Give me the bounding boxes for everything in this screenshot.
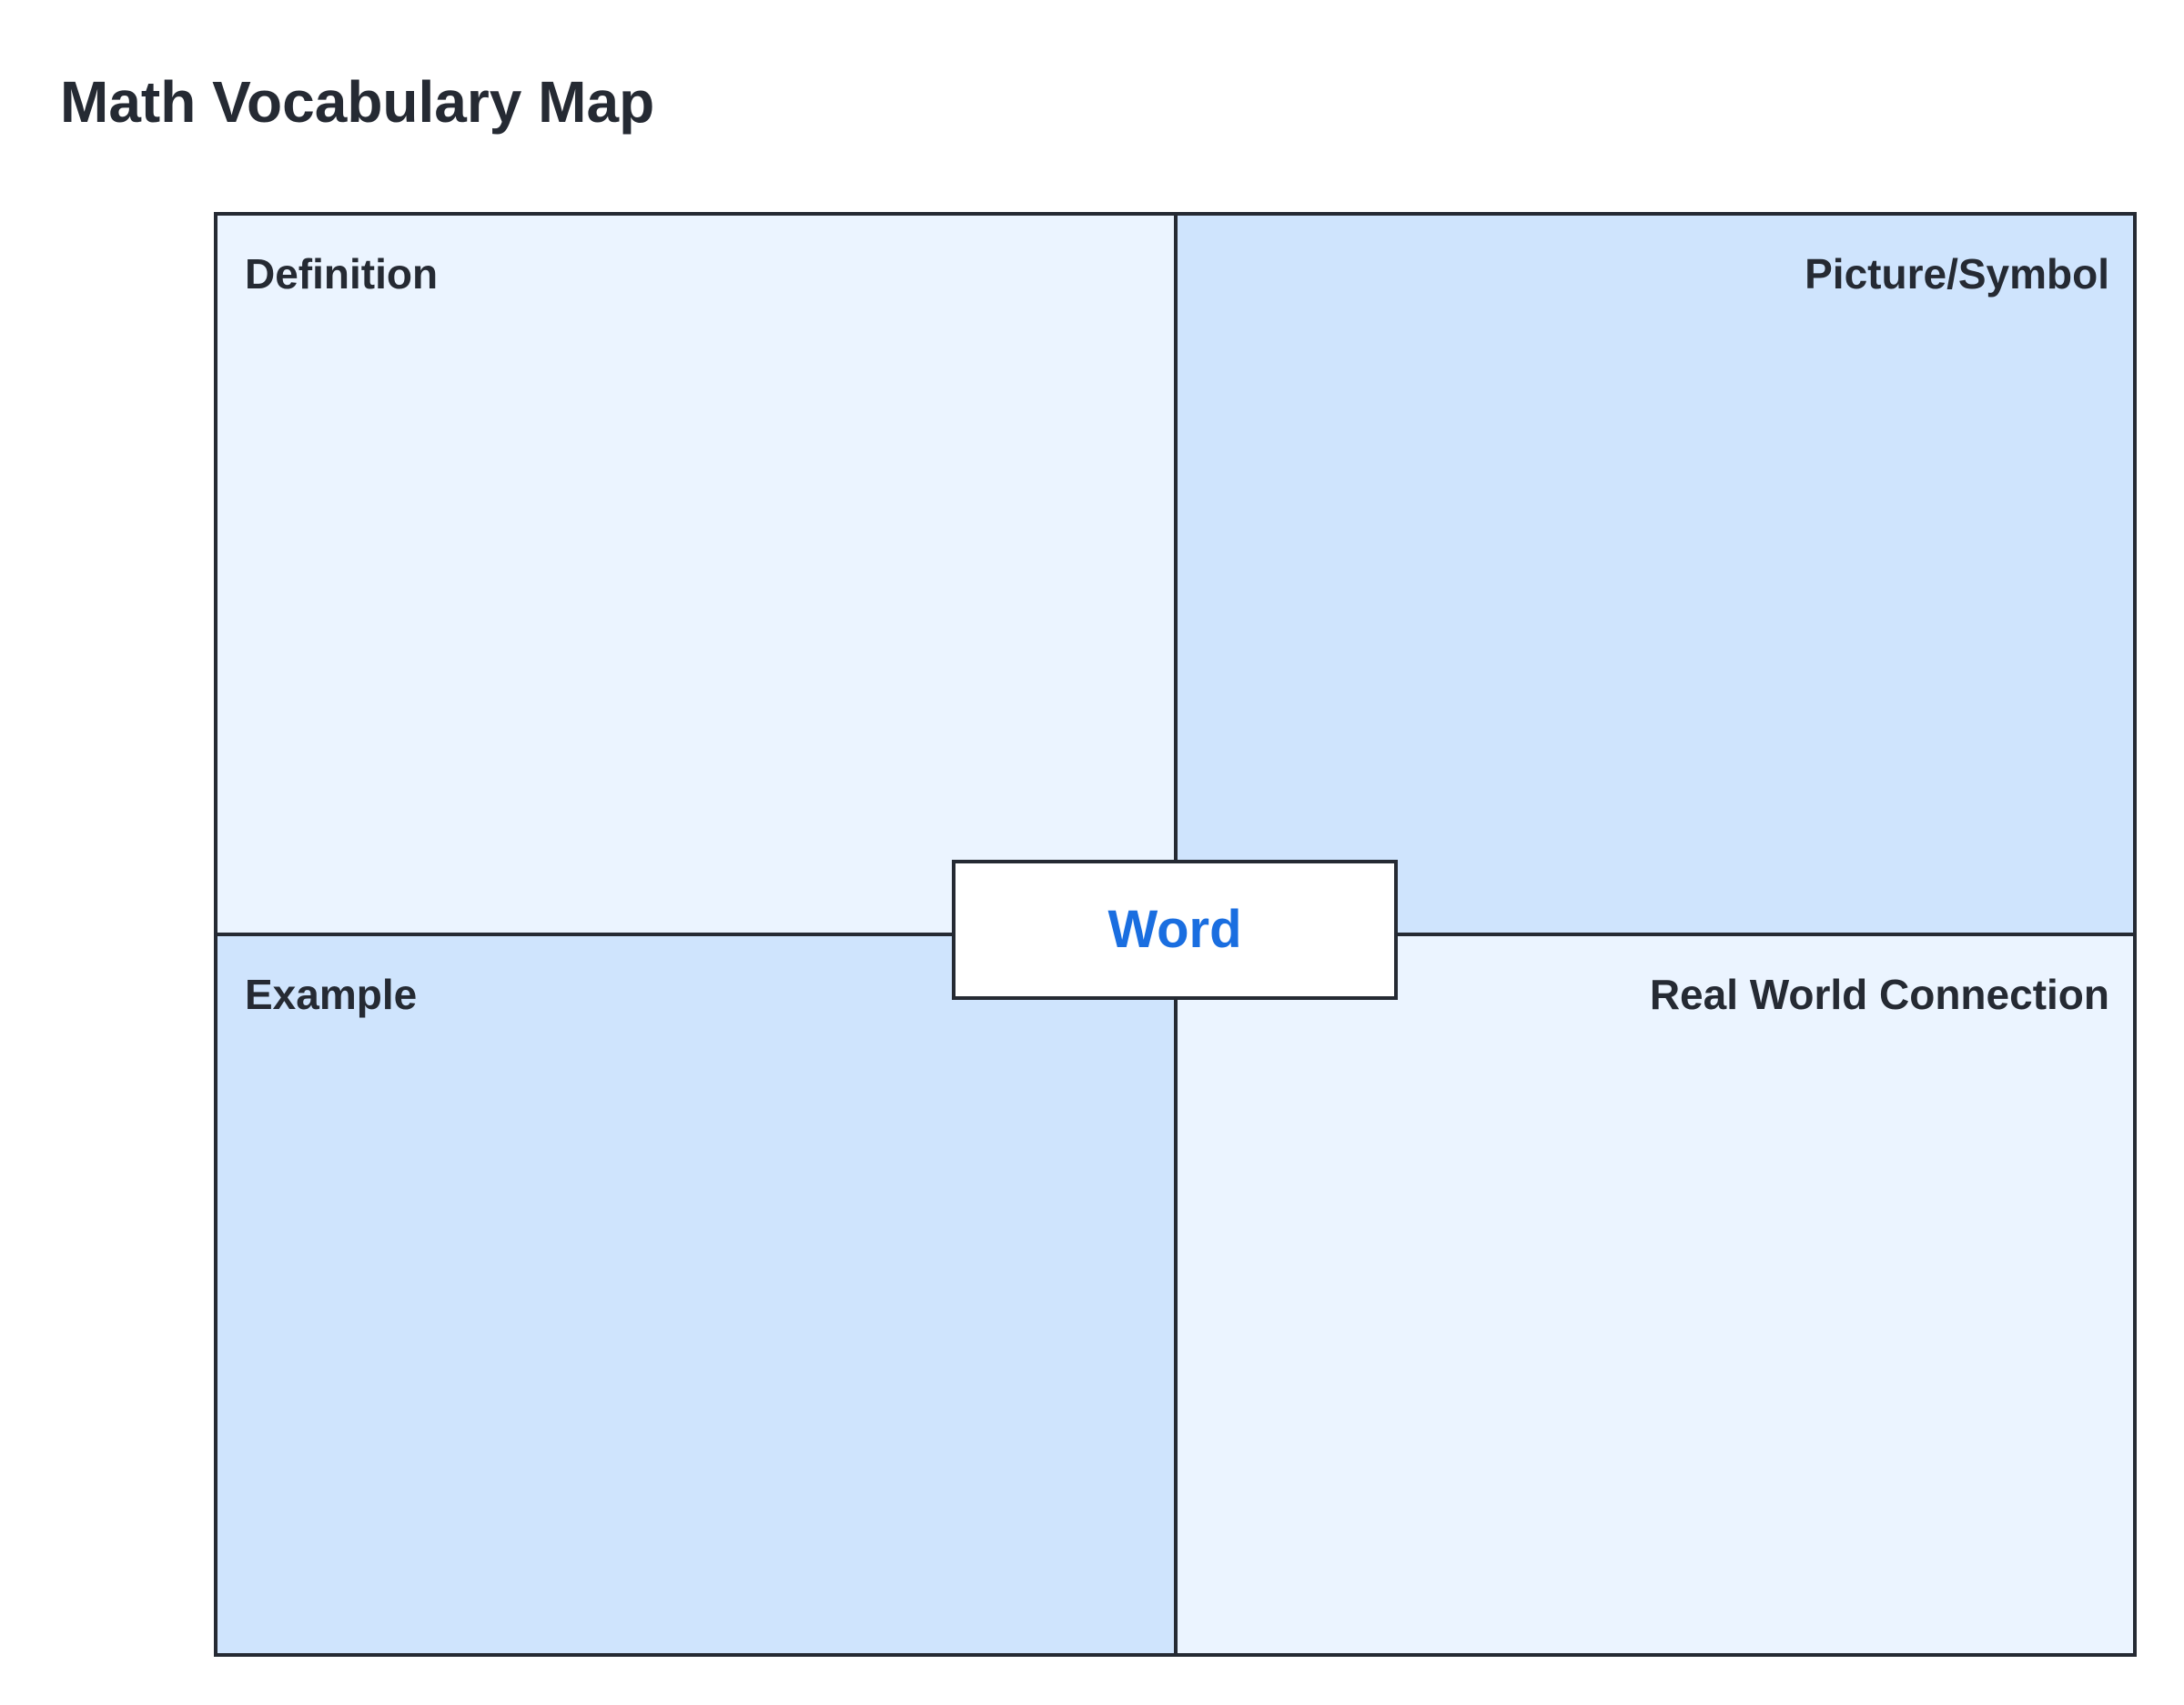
quadrant-definition[interactable]: Definition — [214, 212, 1178, 936]
quadrant-example[interactable]: Example — [214, 933, 1178, 1657]
page-title: Math Vocabulary Map — [60, 69, 655, 135]
quadrant-label-example: Example — [245, 971, 418, 1018]
center-word-box[interactable]: Word — [952, 860, 1398, 1000]
quadrant-label-real-world-connection: Real World Connection — [1649, 971, 2109, 1018]
quadrant-label-picture-symbol: Picture/Symbol — [1805, 250, 2109, 298]
vocabulary-map-frame: Definition Picture/Symbol Example Real W… — [214, 212, 2137, 1657]
quadrant-picture-symbol[interactable]: Picture/Symbol — [1174, 212, 2137, 936]
center-word-label: Word — [1107, 900, 1242, 959]
quadrant-label-definition: Definition — [245, 250, 439, 298]
quadrant-real-world-connection[interactable]: Real World Connection — [1174, 933, 2137, 1657]
